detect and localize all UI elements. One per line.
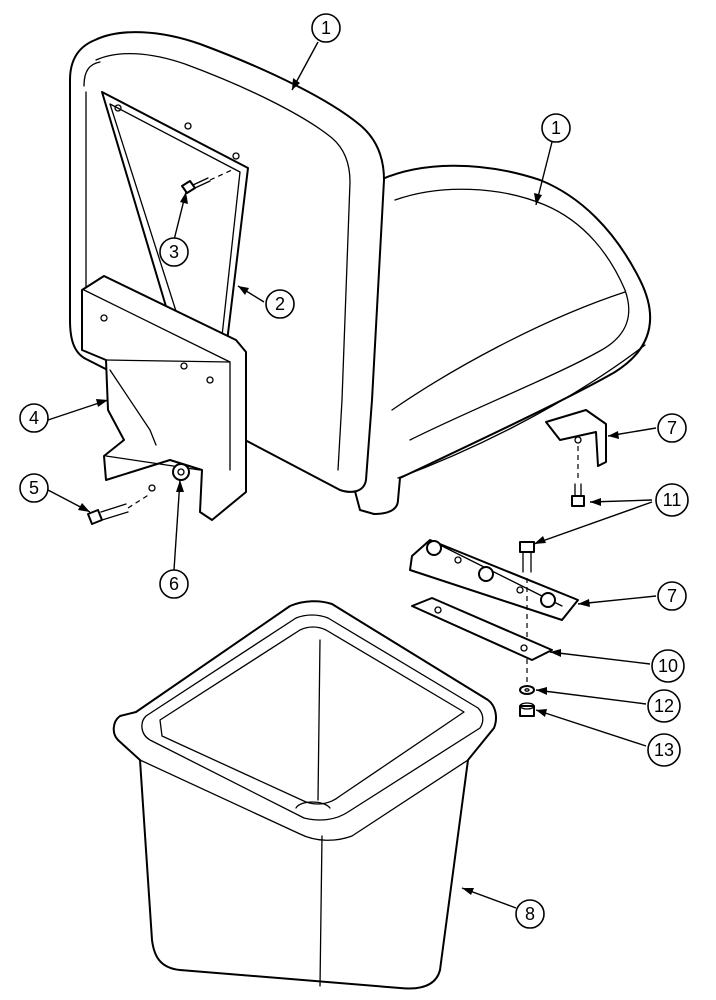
callout-2: 2	[265, 289, 295, 319]
washer-12	[519, 685, 535, 695]
upper-hinge-bracket-7	[545, 409, 607, 467]
callout-4: 4	[19, 403, 49, 433]
svg-text:13: 13	[654, 740, 674, 760]
svg-text:6: 6	[169, 574, 179, 594]
callout-8: 8	[515, 899, 545, 929]
callout-3: 3	[159, 237, 189, 267]
svg-text:2: 2	[275, 294, 285, 314]
svg-text:7: 7	[667, 586, 677, 606]
svg-text:5: 5	[29, 478, 39, 498]
hinge-7	[409, 539, 579, 621]
callout-1-seat-cushion: 1	[541, 113, 571, 143]
svg-text:8: 8	[525, 904, 535, 924]
leader-lines	[47, 41, 657, 909]
plate-10	[411, 597, 553, 661]
callout-6: 6	[159, 569, 189, 599]
svg-text:1: 1	[321, 18, 331, 38]
callout-7-upper: 7	[657, 413, 687, 443]
svg-text:1: 1	[551, 118, 561, 138]
callout-1-seat-back: 1	[311, 13, 341, 43]
callout-7-lower: 7	[657, 581, 687, 611]
svg-text:10: 10	[658, 656, 678, 676]
svg-text:12: 12	[654, 696, 674, 716]
svg-text:11: 11	[663, 490, 682, 510]
svg-text:3: 3	[169, 242, 179, 262]
callout-12: 12	[647, 689, 681, 723]
svg-text:7: 7	[667, 418, 677, 438]
callout-10: 10	[651, 649, 685, 683]
storage-bin	[112, 600, 497, 990]
nut-6	[172, 463, 190, 481]
callout-5: 5	[19, 473, 49, 503]
callout-11: 11	[655, 483, 689, 517]
callout-13: 13	[647, 733, 681, 767]
capscrew-5	[87, 493, 151, 525]
svg-text:4: 4	[29, 408, 39, 428]
capscrew-11-lower	[519, 541, 535, 573]
capscrew-3	[181, 169, 233, 194]
nut-13	[519, 702, 535, 717]
capscrew-11-upper	[571, 483, 585, 507]
